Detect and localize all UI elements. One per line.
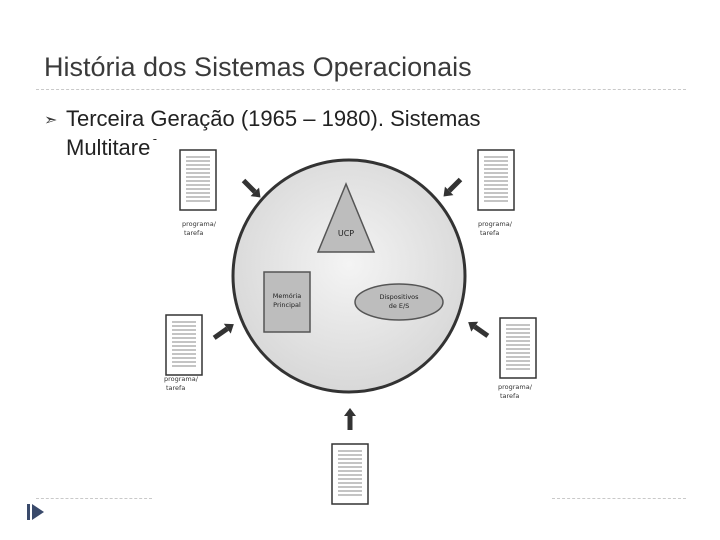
cpu-label: UCP (338, 229, 354, 238)
arrow-middle-right (468, 321, 490, 338)
task-document-middle-right: programa/tarefa (498, 317, 537, 400)
task-label-line2: tarefa (166, 384, 185, 392)
task-document-top-right: programa/tarefa (477, 149, 515, 237)
task-document-bottom (331, 443, 369, 505)
memory-box: Memória Principal (263, 271, 311, 333)
task-document-top-left: programa/tarefa (179, 149, 217, 237)
arrow-bottom (344, 408, 356, 430)
task-label-line1: programa/ (164, 375, 199, 383)
title-divider (36, 89, 686, 90)
slide-nav-bar[interactable] (27, 504, 30, 520)
task-document-middle-left: programa/tarefa (164, 314, 203, 392)
footer-divider-left (36, 498, 152, 499)
task-label-line2: tarefa (184, 229, 203, 237)
arrow-top-left (241, 178, 261, 198)
next-slide-arrow-icon[interactable] (32, 504, 44, 520)
io-devices-ellipse: Dispositivos de E/S (354, 283, 444, 321)
footer-divider-right (552, 498, 686, 499)
task-label-line2: tarefa (480, 229, 499, 237)
arrow-top-right (443, 177, 463, 197)
system-circle (231, 158, 467, 394)
bullet-icon: ➣ (44, 112, 58, 129)
task-label-line2: tarefa (500, 392, 519, 400)
slide-title: História dos Sistemas Operacionais (44, 52, 472, 82)
diagram-background (150, 140, 480, 160)
memory-label-2: Principal (273, 301, 301, 309)
arrow-middle-left (212, 323, 234, 340)
task-label-line1: programa/ (182, 220, 217, 228)
task-label-line1: programa/ (498, 383, 533, 391)
memory-label-1: Memória (273, 292, 301, 300)
bullet-text: Terceira Geração (1965 – 1980). Sistemas… (66, 106, 481, 160)
io-label-2: de E/S (389, 302, 410, 310)
cpu-triangle: UCP (316, 182, 376, 253)
task-label-line1: programa/ (478, 220, 513, 228)
io-label-1: Dispositivos (379, 293, 419, 301)
